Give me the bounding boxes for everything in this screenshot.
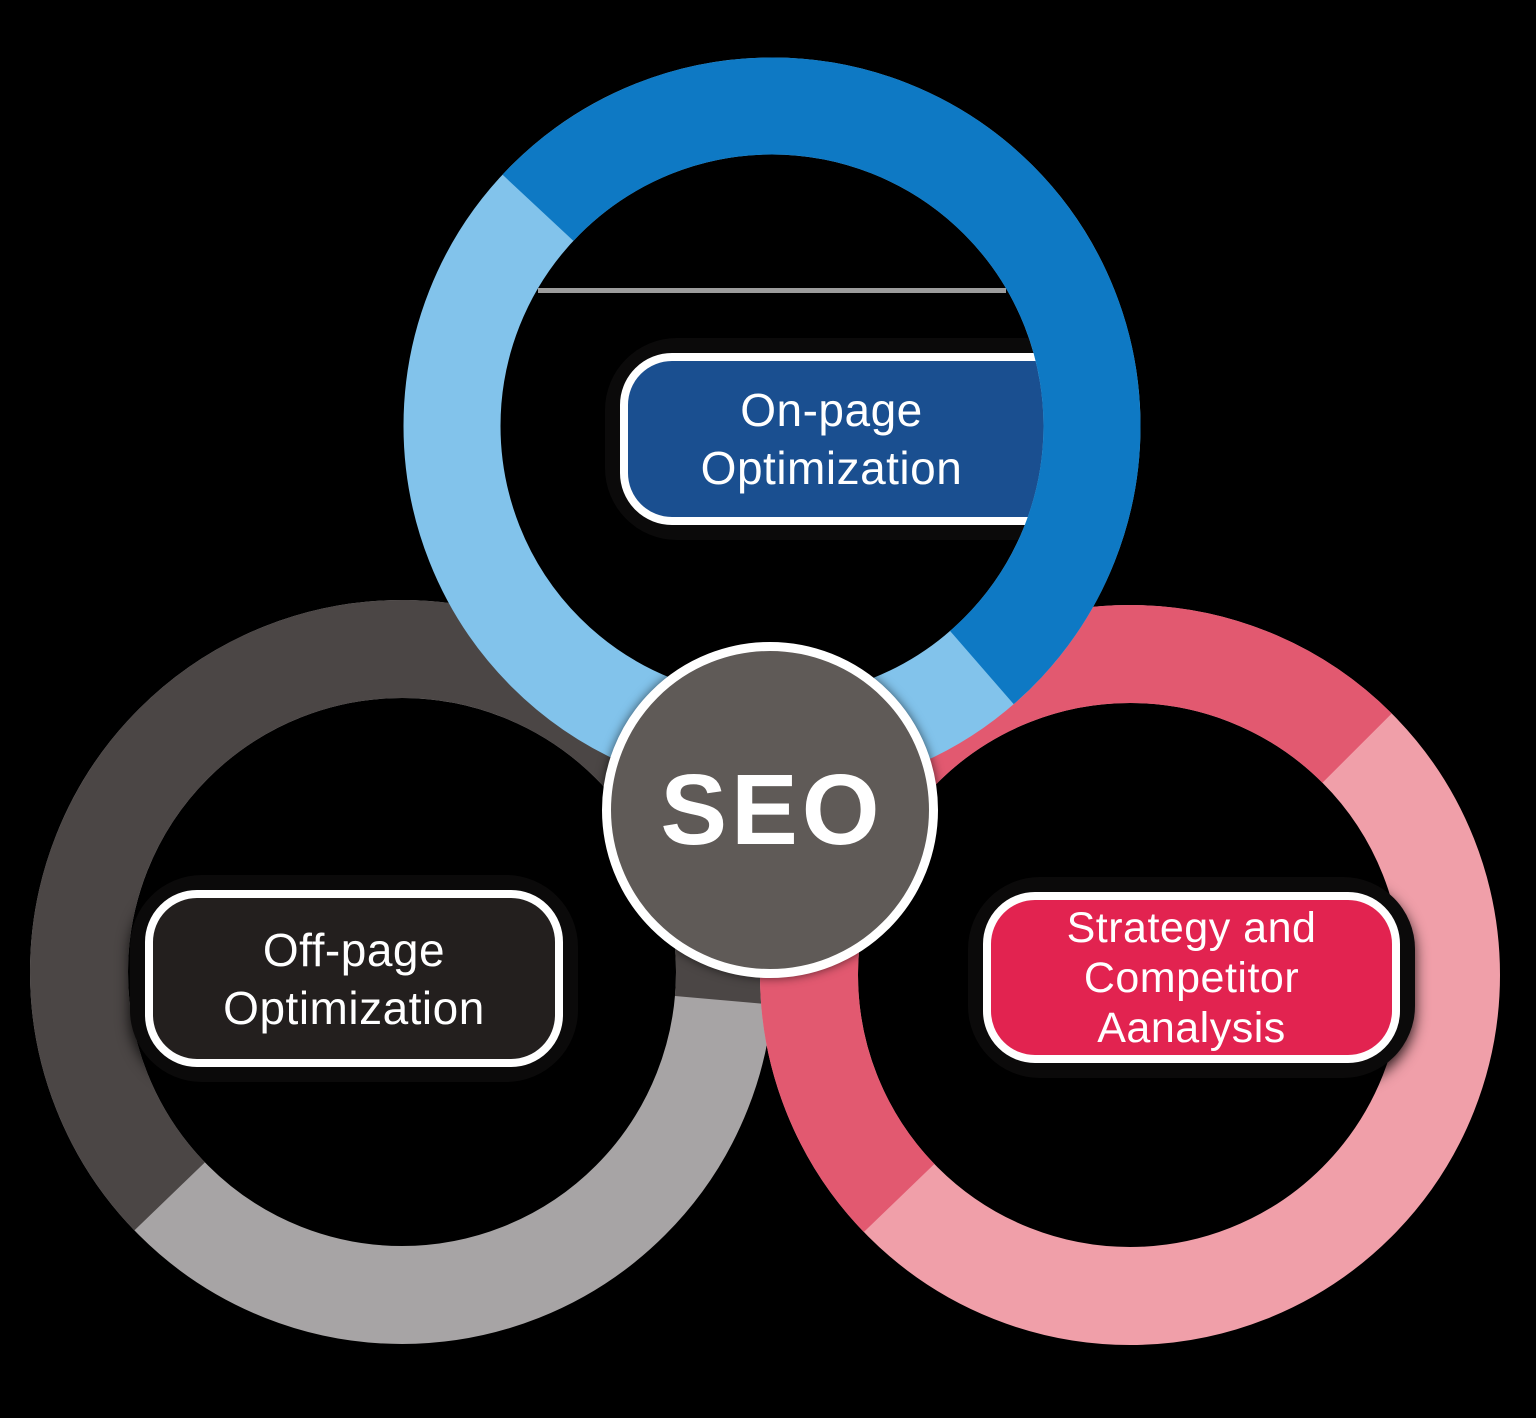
strategy-label-text-line1: Strategy and (1066, 903, 1317, 952)
strategy-label-box: Strategy and Competitor Aanalysis (983, 892, 1400, 1063)
seo-center-badge: SEO (602, 642, 938, 978)
strategy-label: Strategy and Competitor Aanalysis (968, 877, 1415, 1078)
off-page-label-text-line2: Optimization (223, 981, 485, 1034)
on-page-label-text-line1: On-page (740, 384, 923, 436)
off-page-label-text-line1: Off-page (262, 923, 446, 976)
strategy-label-text-line2: Competitor (1083, 953, 1300, 1002)
off-page-label-box: Off-page Optimization (145, 890, 563, 1067)
on-page-label-text-line2: Optimization (700, 442, 963, 494)
strategy-label-text-line3: Aanalysis (1097, 1003, 1286, 1052)
divider-line (538, 288, 1006, 293)
seo-center-label: SEO (660, 753, 884, 866)
off-page-label: Off-page Optimization (130, 875, 578, 1082)
